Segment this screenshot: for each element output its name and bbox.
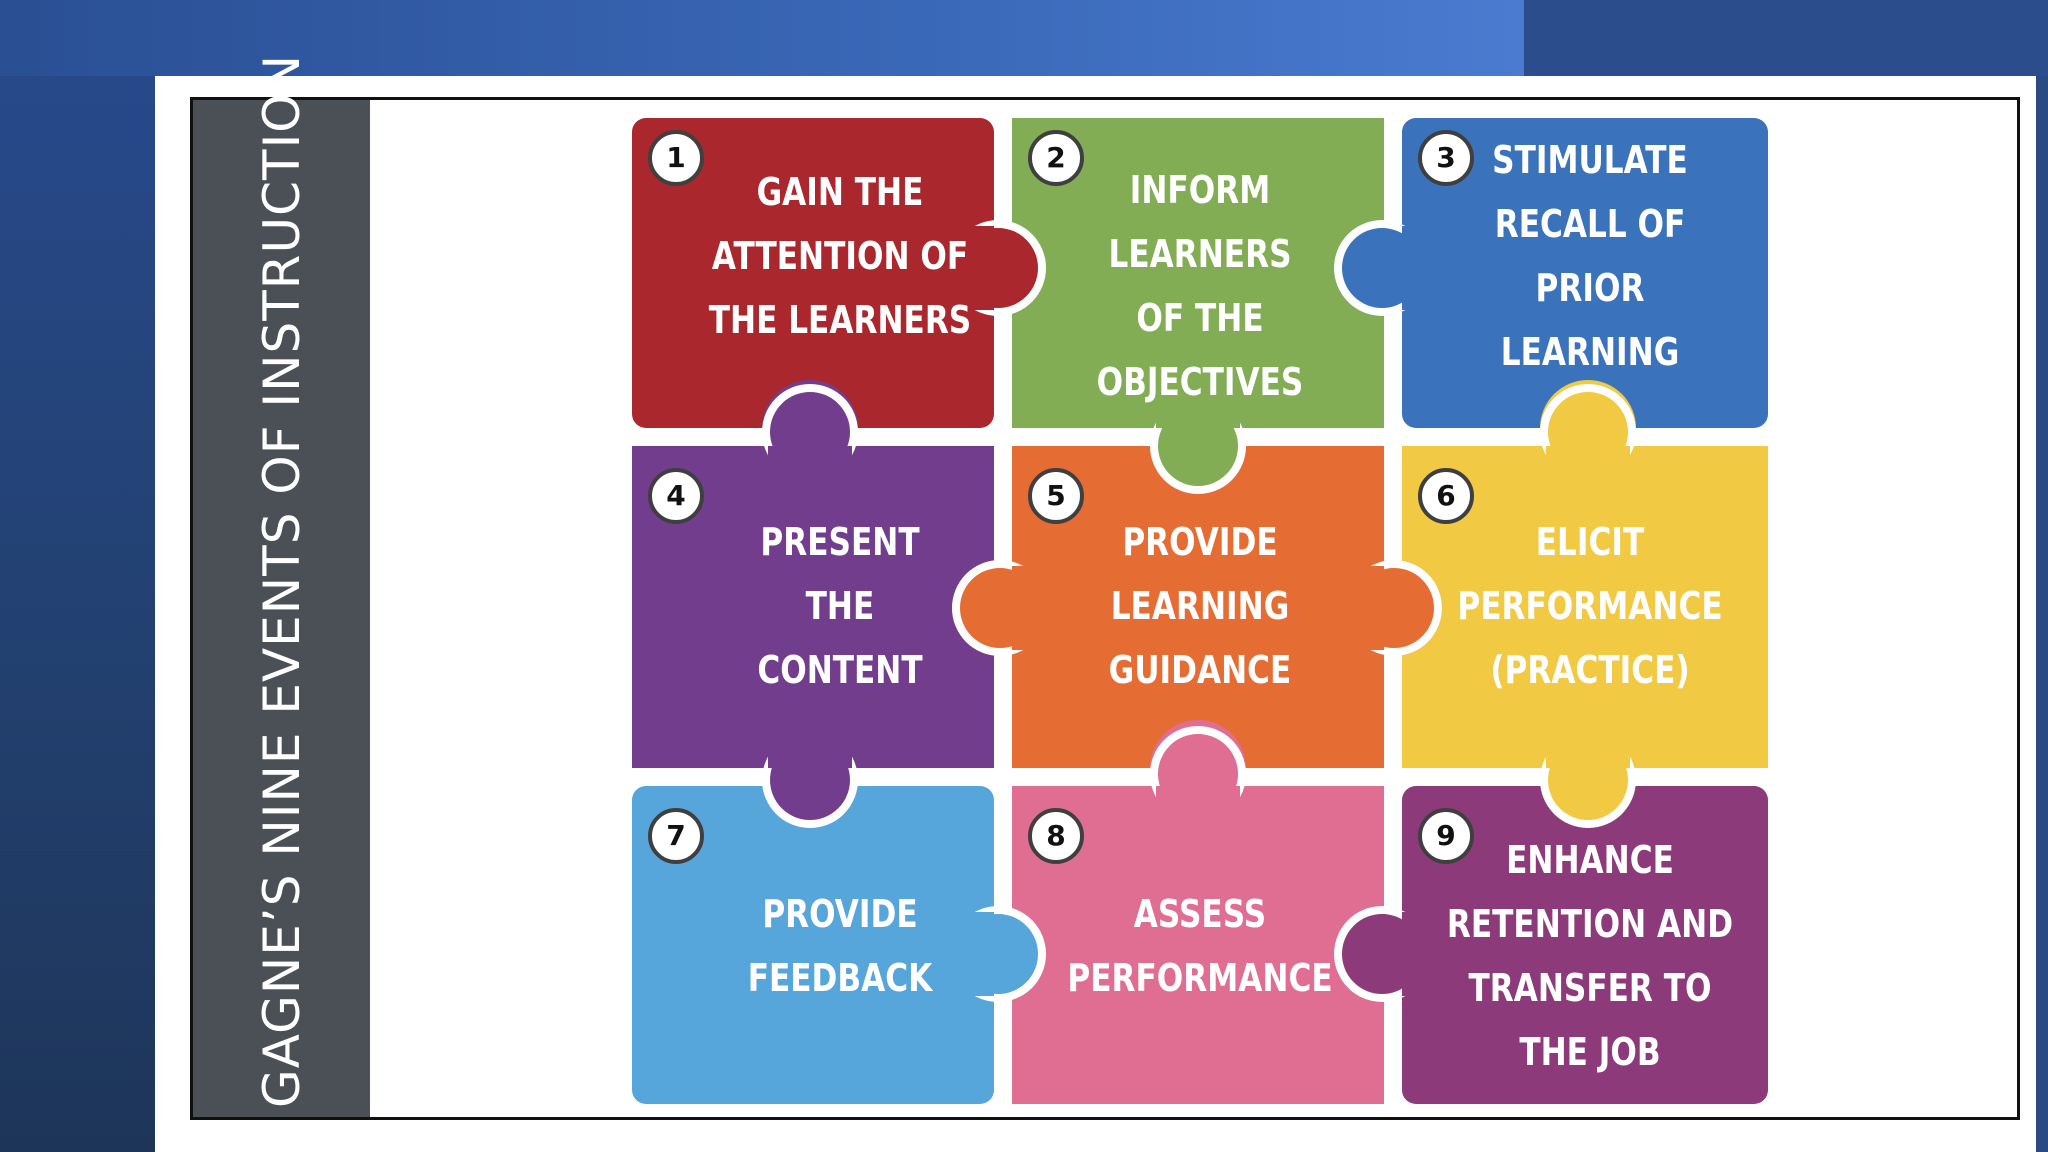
step-label-7: PROVIDE FEEDBACK (747, 892, 933, 1000)
side-title-bar (193, 100, 370, 1117)
step-number-badge-2: 2 (1028, 130, 1084, 186)
step-label-5: PROVIDE LEARNING GUIDANCE (1108, 520, 1292, 692)
background-top-right-panel (1524, 0, 2048, 76)
step-number-badge-9: 9 (1418, 808, 1474, 864)
background-right-band (2036, 76, 2048, 1152)
step-label-8: ASSESS PERFORMANCE (1067, 892, 1333, 1000)
background-left-band (0, 76, 155, 1152)
step-number-badge-5: 5 (1028, 468, 1084, 524)
step-number-badge-8: 8 (1028, 808, 1084, 864)
side-title: GAGNE’S NINE EVENTS OF INSTRUCTION (253, 53, 311, 1108)
step-number-badge-6: 6 (1418, 468, 1474, 524)
step-label-1: GAIN THE ATTENTION OF THE LEARNERS (708, 170, 972, 342)
step-label-9: ENHANCE RETENTION AND TRANSFER TO THE JO… (1446, 838, 1734, 1074)
puzzle-diagram: 1 2 3 4 5 6 7 8 9 GAIN THE ATTENTION OF … (630, 116, 1770, 1106)
step-label-3: STIMULATE RECALL OF PRIOR LEARNING (1492, 138, 1688, 374)
step-number-badge-4: 4 (648, 468, 704, 524)
background-top-band (0, 0, 1524, 76)
step-number-badge-1: 1 (648, 130, 704, 186)
step-number-badge-3: 3 (1418, 130, 1474, 186)
step-label-6: ELICIT PERFORMANCE (PRACTICE) (1457, 520, 1723, 692)
step-label-4: PRESENT THE CONTENT (757, 520, 923, 692)
step-number-badge-7: 7 (648, 808, 704, 864)
puzzle-knob-bases (768, 226, 1630, 996)
step-label-2: INFORM LEARNERS OF THE OBJECTIVES (1096, 168, 1304, 404)
